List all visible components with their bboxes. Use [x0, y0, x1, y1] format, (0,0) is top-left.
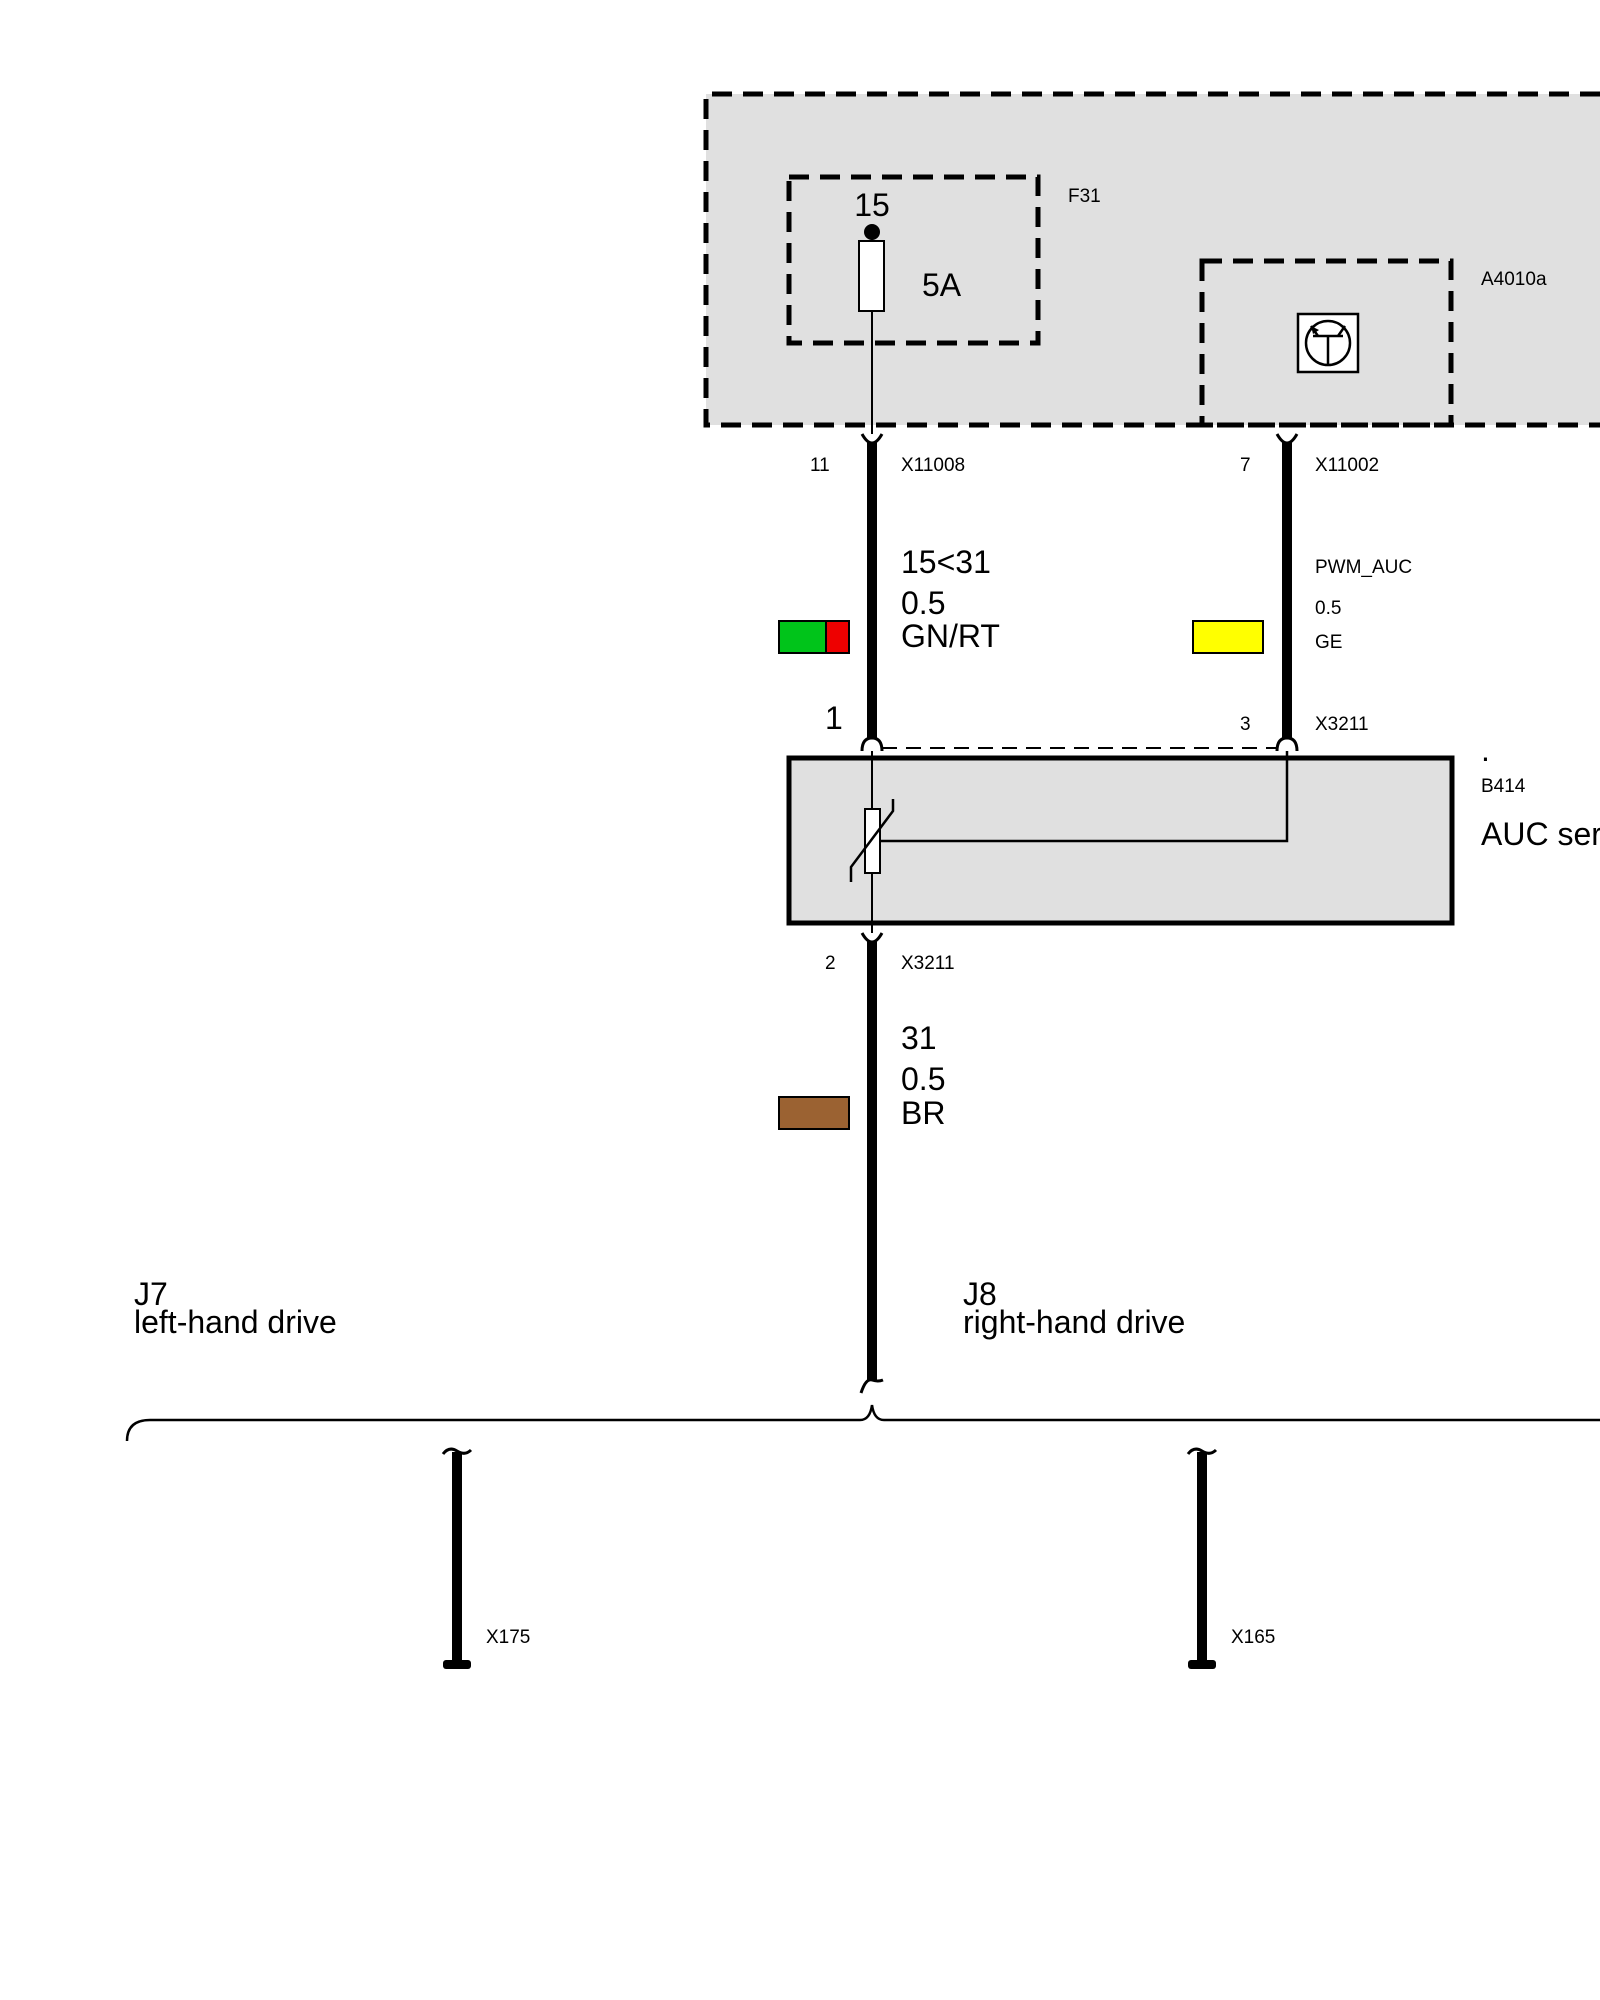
thermistor-slash	[849, 799, 895, 882]
supply-gauge: 0.5	[901, 585, 945, 621]
signal-top-pin: 7	[1240, 455, 1251, 476]
ground-terminal-icon	[1188, 1660, 1216, 1669]
sensor-name: AUC ser	[1481, 816, 1600, 852]
transistor-icon	[1296, 312, 1360, 374]
switch-module-id: A4010a	[1481, 269, 1547, 290]
supply-color-swatch	[778, 620, 850, 654]
signal-name: PWM_AUC	[1315, 557, 1412, 578]
variant-left-label: left-hand drive	[134, 1304, 337, 1340]
wire-supply: 11 X11008 15<31 0.5 GN/RT 1	[778, 433, 1000, 752]
ground-point-x175: X175	[441, 1447, 530, 1669]
connector-hook-bottom	[859, 1378, 884, 1394]
ground-signal: 31	[901, 1020, 937, 1056]
wire-signal: 7 X11002 PWM_AUC 0.5 GE 3 X3211	[1192, 433, 1412, 752]
variant-right-label: right-hand drive	[963, 1304, 1185, 1340]
signal-bottom-connector: X3211	[1315, 714, 1369, 735]
control-unit-outline	[703, 91, 1600, 428]
sensor-b414: . B414 AUC ser	[786, 732, 1600, 933]
supply-top-pin: 11	[810, 455, 830, 476]
signal-top-connector: X11002	[1315, 455, 1379, 476]
ground-color-swatch	[778, 1096, 850, 1130]
connector-hook-bottom	[1275, 736, 1299, 752]
ground-top-connector: X3211	[901, 953, 955, 974]
switch-module-a4010a: A4010a	[1199, 258, 1547, 428]
ground-terminal-icon	[443, 1660, 471, 1669]
switch-module-outline	[1199, 258, 1454, 428]
connector-hook-top	[1275, 433, 1299, 445]
fuse-box-outline	[786, 174, 1041, 346]
fuse-id: F31	[1068, 186, 1101, 207]
supply-top-connector: X11008	[901, 455, 965, 476]
variant-left-id: J7	[134, 1276, 168, 1312]
supply-signal: 15<31	[901, 544, 991, 580]
supply-color-code: GN/RT	[901, 618, 1000, 654]
variant-right-id: J8	[963, 1276, 997, 1312]
signal-color-swatch	[1192, 620, 1264, 654]
thermistor-icon	[864, 808, 881, 874]
ground-color-code: BR	[901, 1095, 945, 1131]
signal-bottom-pin: 3	[1240, 714, 1251, 735]
sensor-id: B414	[1481, 776, 1526, 797]
fuse-rating: 5A	[922, 267, 962, 303]
wire-ground: 2 X3211 31 0.5 BR	[778, 932, 955, 1394]
signal-color-code: GE	[1315, 632, 1342, 653]
ground-gauge: 0.5	[901, 1061, 945, 1097]
fuse-icon	[858, 240, 885, 312]
signal-gauge: 0.5	[1315, 598, 1341, 619]
variant-brace	[125, 1404, 1600, 1442]
ground-top-pin: 2	[825, 953, 836, 974]
connector-hook-top	[860, 433, 884, 445]
sensor-signal-path	[880, 751, 1289, 843]
ground-hook-top	[441, 1447, 473, 1455]
ground-x165-id: X165	[1231, 1627, 1275, 1648]
ground-x175-id: X175	[486, 1627, 530, 1648]
supply-bottom-pin: 1	[825, 700, 843, 736]
ground-hook-top	[1186, 1447, 1218, 1455]
ground-point-x165: X165	[1186, 1447, 1275, 1669]
fuse-terminal: 15	[854, 187, 890, 223]
sensor-dot: .	[1481, 732, 1490, 768]
connector-hook-top	[860, 932, 884, 944]
control-unit	[703, 91, 1600, 428]
connector-hook-bottom	[860, 736, 884, 752]
